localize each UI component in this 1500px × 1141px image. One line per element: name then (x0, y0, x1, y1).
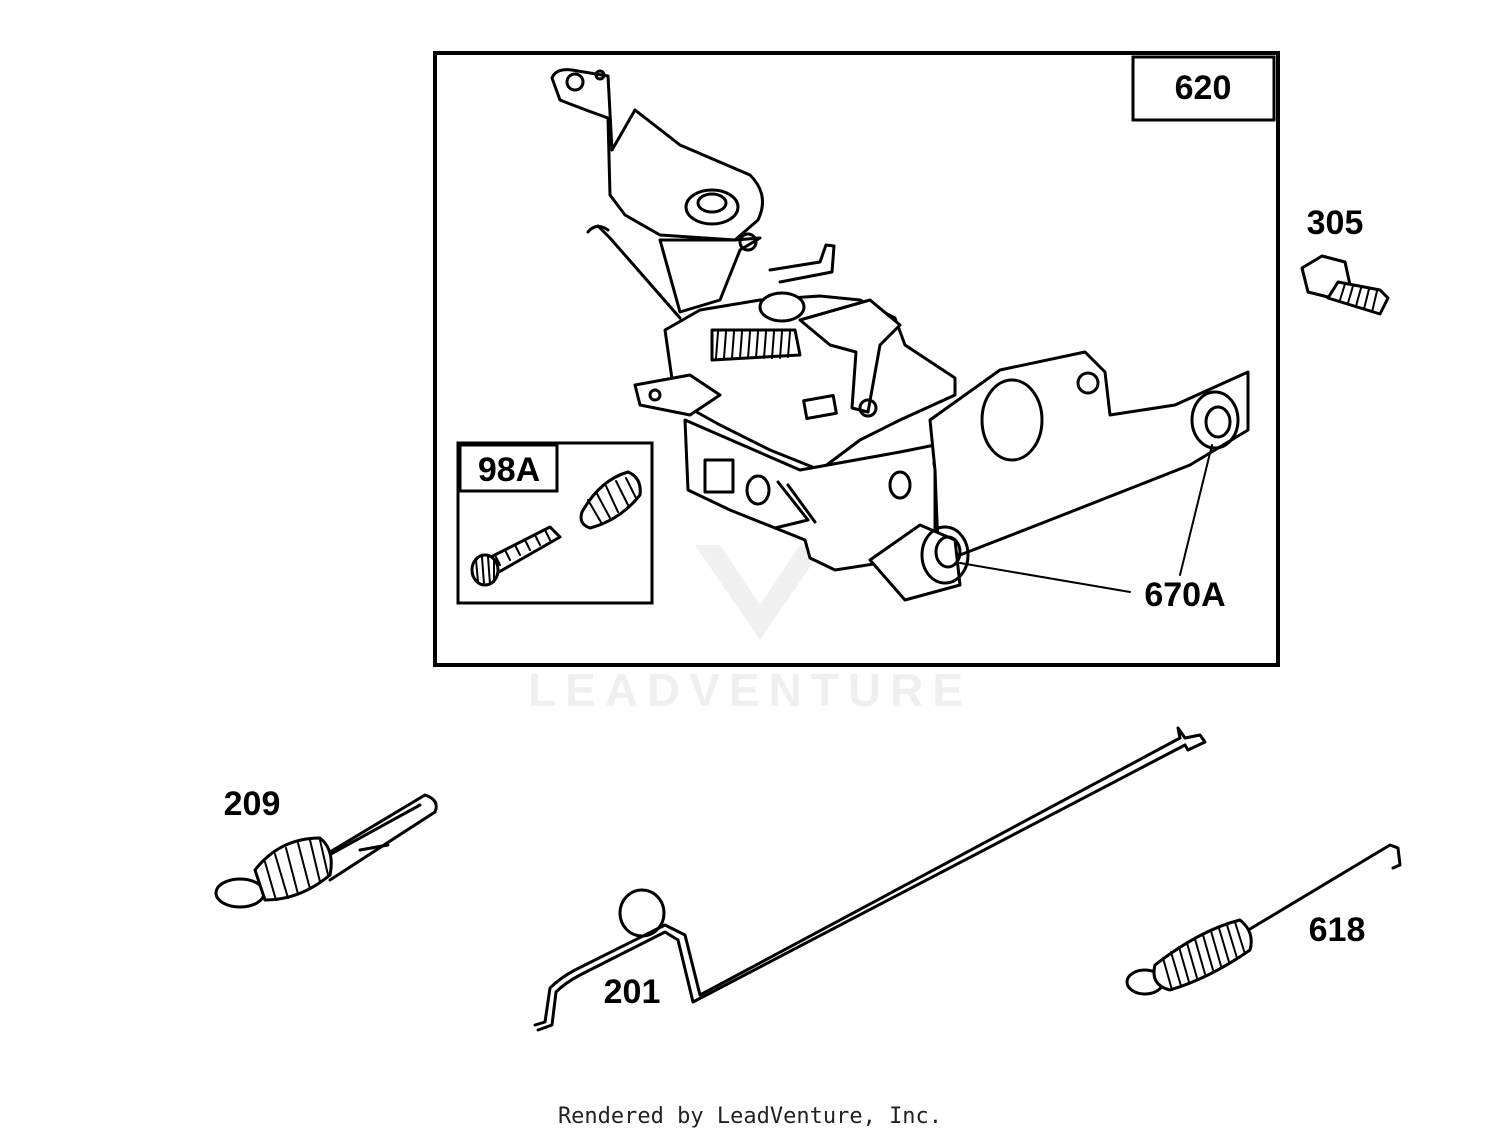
footer-credit: Rendered by LeadVenture, Inc. (557, 1104, 943, 1129)
governor-link-201[interactable] (533, 726, 1207, 1032)
label-305[interactable]: 305 (1307, 204, 1364, 242)
label-201[interactable]: 201 (604, 973, 661, 1011)
governor-control-assembly-620[interactable] (550, 68, 1250, 602)
label-98a[interactable]: 98A (478, 451, 540, 489)
spring-98a[interactable] (579, 470, 642, 530)
watermark: LEADVENTURE (528, 460, 972, 716)
governor-spring-209[interactable] (214, 793, 438, 909)
label-box-620 (1131, 55, 1276, 122)
label-618[interactable]: 618 (1309, 911, 1366, 949)
label-209[interactable]: 209 (224, 785, 281, 823)
label-670a[interactable]: 670A (1144, 576, 1225, 614)
spring-618[interactable] (1125, 843, 1402, 996)
leader-line-670a-left (959, 562, 1131, 593)
watermark-text: LEADVENTURE (528, 664, 972, 716)
label-620[interactable]: 620 (1175, 69, 1232, 107)
bolt-305[interactable] (1300, 254, 1390, 316)
adjustment-screw-98a[interactable] (470, 525, 562, 587)
assembly-spring (710, 328, 802, 362)
label-box-98a (458, 443, 559, 493)
assembly-box-620 (433, 51, 1280, 667)
leader-line-670a-right (1179, 444, 1213, 576)
